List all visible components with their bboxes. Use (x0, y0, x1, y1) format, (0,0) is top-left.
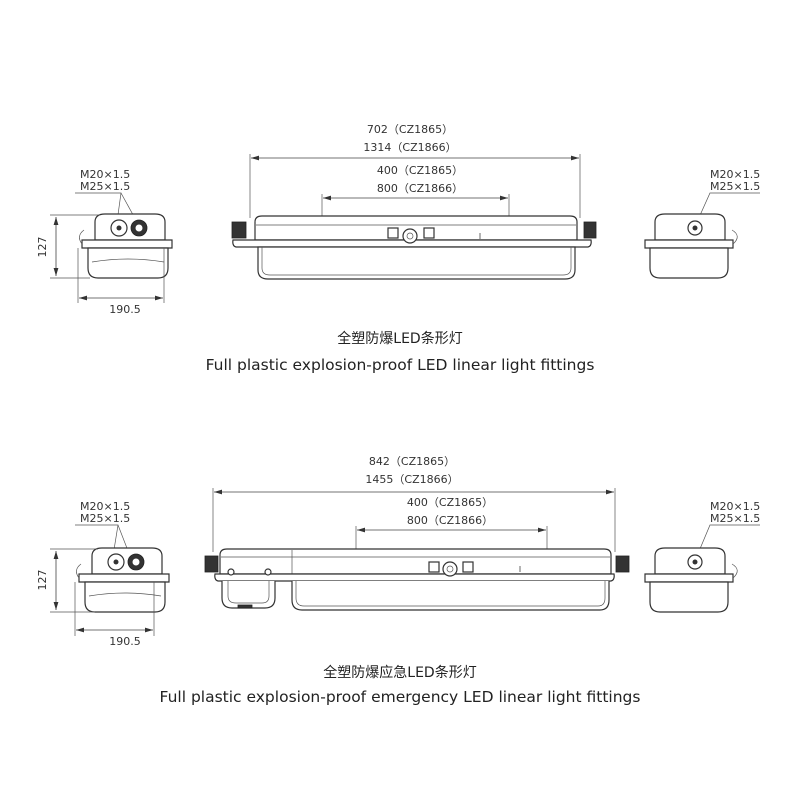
thread-label-m25: M25×1.5 (80, 180, 130, 193)
cable-gland-right (615, 555, 630, 573)
section-emergency-light: M20×1.5 M25×1.5 127 190.5 842（CZ1865） 14… (36, 455, 760, 706)
warning-label-icon (462, 561, 474, 573)
warning-label-icon (423, 227, 435, 239)
right-side-view: M20×1.5 M25×1.5 (644, 168, 760, 279)
caption-english: Full plastic explosion-proof LED linear … (206, 356, 595, 374)
overall-length-cz1866: 1314（CZ1866） (363, 141, 456, 154)
warning-label-icon (387, 227, 399, 239)
mount-distance-cz1866: 800（CZ1866） (377, 182, 463, 195)
cable-gland-right (583, 221, 597, 239)
caption-english: Full plastic explosion-proof emergency L… (160, 688, 641, 706)
thread-label-m20: M20×1.5 (80, 500, 130, 513)
right-side-view: M20×1.5 M25×1.5 (644, 500, 760, 613)
screw-icon (442, 561, 458, 577)
bolt-icon (264, 568, 272, 576)
height-dimension: 127 (36, 237, 49, 258)
mount-distance-cz1865: 400（CZ1865） (407, 496, 493, 509)
front-view: 842（CZ1865） 1455（CZ1866） 400（CZ1865） 800… (204, 455, 630, 611)
thread-label-m25: M25×1.5 (710, 180, 760, 193)
caption-chinese: 全塑防爆LED条形灯 (337, 330, 462, 347)
height-dimension: 127 (36, 570, 49, 591)
overall-length-cz1865: 702（CZ1865） (367, 123, 453, 136)
left-side-view: M20×1.5 M25×1.5 127 190.5 (36, 168, 173, 316)
caption-chinese: 全塑防爆应急LED条形灯 (323, 664, 476, 681)
overall-length-cz1866: 1455（CZ1866） (365, 473, 458, 486)
overall-length-cz1865: 842（CZ1865） (369, 455, 455, 468)
section-standard-light: M20×1.5 M25×1.5 127 190.5 702（CZ1865） 13… (36, 123, 760, 374)
warning-label-icon (428, 561, 440, 573)
thread-label-m20: M20×1.5 (710, 168, 760, 181)
width-dimension: 190.5 (109, 303, 141, 316)
thread-label-m25: M25×1.5 (710, 512, 760, 525)
width-dimension: 190.5 (109, 635, 141, 648)
cable-gland-left (204, 555, 219, 573)
mount-distance-cz1866: 800（CZ1866） (407, 514, 493, 527)
left-side-view: M20×1.5 M25×1.5 127 190.5 (36, 500, 170, 648)
thread-label-m20: M20×1.5 (80, 168, 130, 181)
bolt-icon (227, 568, 235, 576)
mount-distance-cz1865: 400（CZ1865） (377, 164, 463, 177)
front-view: 702（CZ1865） 1314（CZ1866） 400（CZ1865） 800… (231, 123, 597, 280)
thread-label-m25: M25×1.5 (80, 512, 130, 525)
screw-icon (402, 228, 418, 244)
cable-gland-left (231, 221, 247, 239)
thread-label-m20: M20×1.5 (710, 500, 760, 513)
